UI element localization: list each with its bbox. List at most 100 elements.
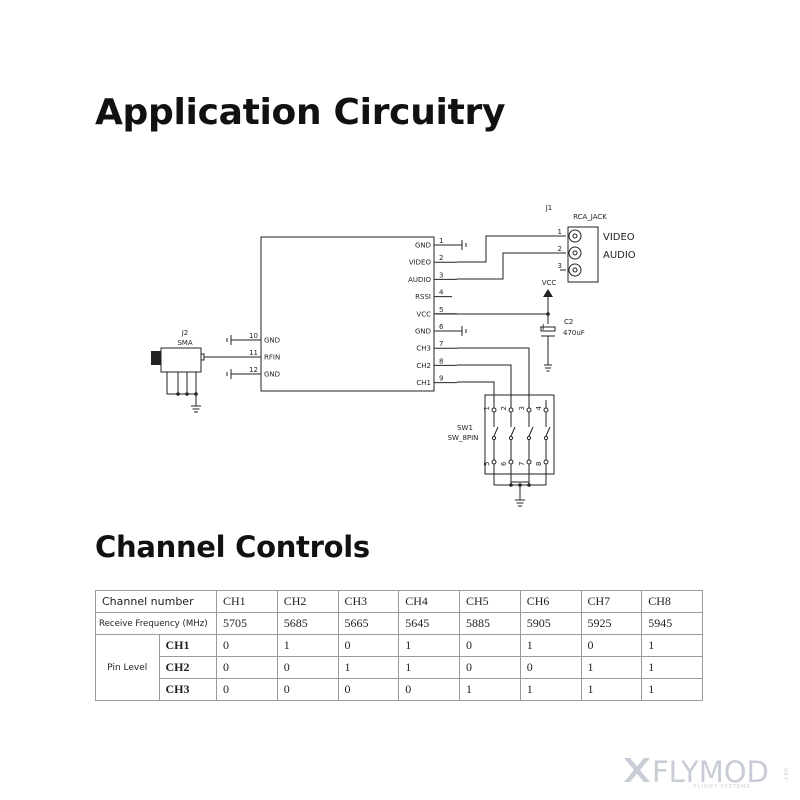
pin-4-label: RSSI bbox=[415, 293, 431, 301]
pin-4-number: 4 bbox=[439, 289, 444, 297]
sma-connector-tip bbox=[151, 351, 161, 365]
pin-3-number: 3 bbox=[439, 271, 443, 279]
frequency-cell: 5665 bbox=[337, 612, 400, 635]
pin-level-cell: 1 bbox=[641, 656, 703, 679]
j2-ref: J2 bbox=[181, 329, 189, 337]
channel-controls-heading: Channel Controls bbox=[95, 530, 370, 564]
pin-level-cell: 0 bbox=[276, 656, 339, 679]
wire-ch2 bbox=[457, 364, 512, 408]
sw1-pin-1: 1 bbox=[483, 406, 491, 410]
pin-level-cell: 0 bbox=[398, 678, 460, 701]
sw1-pin-6: 6 bbox=[500, 461, 508, 466]
vcc-arrow-icon bbox=[543, 289, 553, 297]
module-right-pins: GND1VIDEO2AUDIO3RSSI4VCC5GND6CH37CH28CH1… bbox=[408, 237, 462, 387]
pin-level-cell: 0 bbox=[337, 678, 400, 701]
j1-name: RCA_JACK bbox=[573, 213, 607, 221]
pin-11-label: RFIN bbox=[264, 354, 280, 362]
pin-9-number: 9 bbox=[439, 375, 443, 383]
sw1-ref: SW1 bbox=[457, 424, 473, 432]
rca-jack-contacts bbox=[568, 229, 582, 277]
flymod-watermark: FLYMOD FLIGHT SYSTEMS NET bbox=[624, 755, 788, 790]
j1-pin-3: 3 bbox=[558, 262, 562, 270]
pin-level-cell: 0 bbox=[337, 634, 400, 657]
channel-header: CH5 bbox=[459, 590, 521, 613]
watermark-suffix: NET bbox=[782, 768, 788, 781]
pin-9-label: CH1 bbox=[416, 379, 431, 387]
pin-level-cell: 1 bbox=[641, 678, 703, 701]
application-circuitry-heading: Application Circuitry bbox=[95, 92, 506, 133]
pin-level-cell: 1 bbox=[580, 678, 643, 701]
wire-ch3 bbox=[457, 347, 530, 408]
switch-2 bbox=[508, 407, 516, 474]
channel-header: CH3 bbox=[337, 590, 400, 613]
sw1-pin-7: 7 bbox=[518, 462, 526, 466]
j1-label-video: VIDEO bbox=[603, 232, 635, 243]
circuit-schematic: GND1VIDEO2AUDIO3RSSI4VCC5GND6CH37CH28CH1… bbox=[151, 204, 636, 507]
pin-level-cell: 1 bbox=[276, 634, 339, 657]
channel-header: CH1 bbox=[216, 590, 278, 613]
pin-7-label: CH3 bbox=[416, 345, 431, 353]
wire-video bbox=[457, 235, 566, 263]
sma-connector-j2 bbox=[160, 347, 261, 413]
pin-level-cell: 0 bbox=[519, 656, 582, 679]
j2-name: SMA bbox=[177, 339, 192, 347]
pin-6-number: 6 bbox=[439, 323, 444, 331]
ground-symbol-pin12 bbox=[226, 369, 261, 379]
pin-level-cell: 1 bbox=[519, 678, 582, 701]
channel-header: CH7 bbox=[580, 590, 643, 613]
pin-level-cell: 0 bbox=[216, 656, 278, 679]
c2-ref: C2 bbox=[564, 318, 573, 326]
pin-1-label: GND bbox=[415, 242, 431, 250]
sw1-pin-8: 8 bbox=[535, 462, 543, 466]
switch-sw1-body bbox=[484, 394, 555, 475]
pin-level-cell: 0 bbox=[459, 634, 521, 657]
pin-8-number: 8 bbox=[439, 357, 443, 365]
sw1-pin-5: 5 bbox=[483, 462, 491, 466]
pin-2-number: 2 bbox=[439, 254, 443, 262]
channel-header: CH4 bbox=[398, 590, 460, 613]
sw1-pin-3: 3 bbox=[518, 406, 526, 410]
ground-symbol-pin1 bbox=[461, 240, 467, 250]
wire-ch1 bbox=[457, 381, 495, 408]
switch-3 bbox=[526, 407, 534, 474]
channel-number-label: Channel number bbox=[95, 590, 217, 613]
wire-audio bbox=[457, 252, 566, 280]
rca-jack-j1-body bbox=[567, 226, 599, 283]
pin-name: CH1 bbox=[158, 634, 218, 657]
pin-level-cell: 0 bbox=[580, 634, 643, 657]
pin-level-cell: 1 bbox=[398, 634, 460, 657]
pin-level-cell: 1 bbox=[337, 656, 400, 679]
sw1-pin-2: 2 bbox=[500, 406, 508, 410]
j1-pin-1: 1 bbox=[558, 228, 562, 236]
channel-header: CH2 bbox=[276, 590, 339, 613]
c2-value: 470uF bbox=[563, 329, 585, 337]
pin-8-label: CH2 bbox=[416, 362, 431, 370]
pin-10-number: 10 bbox=[249, 332, 258, 340]
pin-name: CH3 bbox=[158, 678, 218, 701]
ground-symbol-pin6 bbox=[461, 326, 467, 336]
switch-1 bbox=[491, 407, 499, 474]
pin-1-number: 1 bbox=[439, 237, 443, 245]
frequency-cell: 5645 bbox=[398, 612, 460, 635]
ground-symbol-pin10 bbox=[226, 335, 261, 345]
pin-level-cell: 0 bbox=[216, 678, 278, 701]
frequency-cell: 5705 bbox=[216, 612, 278, 635]
vcc-label: VCC bbox=[542, 279, 557, 287]
pin-name: CH2 bbox=[158, 656, 218, 679]
pin-2-label: VIDEO bbox=[409, 259, 432, 267]
frequency-cell: 5945 bbox=[641, 612, 703, 635]
sw1-name: SW_8PIN bbox=[448, 434, 479, 442]
pin-level-cell: 1 bbox=[459, 678, 521, 701]
j1-pin-2: 2 bbox=[558, 245, 562, 253]
channel-header: CH8 bbox=[641, 590, 703, 613]
pin-3-label: AUDIO bbox=[408, 276, 431, 284]
watermark-brand: FLYMOD bbox=[652, 755, 769, 789]
frequency-cell: 5885 bbox=[459, 612, 521, 635]
j1-ref: J1 bbox=[545, 204, 553, 212]
watermark-tagline: FLIGHT SYSTEMS bbox=[694, 784, 751, 790]
